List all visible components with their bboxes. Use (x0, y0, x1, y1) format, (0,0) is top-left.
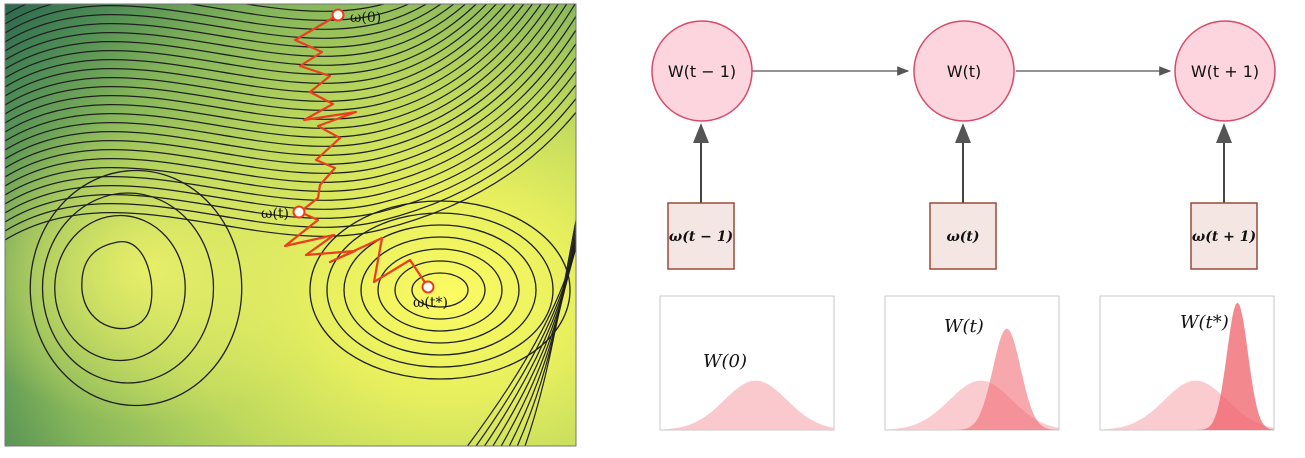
input-box-label: ω(t + 1) (1192, 229, 1256, 245)
landscape-markers: ω(0) ω(t) ω(t*) (261, 8, 448, 311)
marker-label: ω(t*) (413, 295, 448, 311)
contour-line (5, 4, 534, 124)
input-boxes: ω(t − 1) ω(t) ω(t + 1) (667, 123, 1258, 270)
contour-line (41, 192, 215, 384)
contour-line (5, 4, 507, 97)
contour-line (5, 4, 576, 169)
contour-line (81, 241, 153, 330)
contour-line (5, 56, 576, 205)
contour-line (466, 245, 576, 446)
weight-node (651, 20, 753, 122)
contour-line (492, 240, 576, 446)
contour-line (394, 260, 486, 320)
contour-line (5, 111, 576, 241)
contour-line (377, 248, 503, 332)
contour-line (483, 243, 576, 446)
contour-line (500, 235, 576, 446)
distribution-panel: W(t) (884, 295, 1060, 431)
marker-point (421, 280, 435, 294)
marker-label: ω(0) (350, 10, 381, 26)
contour-line (5, 4, 516, 106)
input-box (1190, 202, 1258, 270)
contour-line (5, 4, 551, 142)
distribution-panel: W(0) (659, 295, 835, 431)
distribution-panel: W(t*) (1099, 295, 1275, 431)
contour-line (5, 70, 576, 214)
contour-line (5, 4, 455, 52)
contour-line (5, 4, 428, 34)
contour-line (5, 4, 542, 133)
contour-line (326, 212, 554, 368)
contour-lines (5, 4, 576, 446)
chain-nodes: W(t − 1) W(t) W(t + 1) (651, 20, 1276, 122)
input-box (667, 202, 735, 270)
input-box-label: ω(t − 1) (669, 229, 733, 245)
weight-node (913, 20, 1015, 122)
contour-line (5, 4, 467, 61)
contour-line (343, 224, 537, 356)
marker-label: ω(t) (261, 206, 289, 222)
contour-line (54, 214, 186, 362)
contour-line (5, 83, 576, 223)
loss-landscape: ω(0) ω(t) ω(t*) (5, 4, 576, 446)
weight-node-label: W(t) (947, 62, 982, 81)
marker-point (292, 205, 306, 219)
weight-node-label: W(t − 1) (668, 62, 736, 81)
contour-line (5, 97, 576, 232)
marker-point (331, 8, 345, 22)
contour-line (5, 4, 498, 88)
contour-line (29, 169, 243, 407)
contour-line (5, 15, 576, 178)
contour-line (5, 4, 488, 79)
input-box-label: ω(t) (946, 229, 979, 245)
contour-line (5, 4, 525, 115)
contour-line (5, 4, 478, 70)
optimization-path (283, 14, 429, 288)
distribution-label: W(t) (944, 316, 984, 337)
distribution-label: W(0) (703, 351, 747, 372)
input-box (929, 202, 997, 270)
distribution-curve (885, 328, 1059, 430)
contour-line (5, 4, 559, 151)
distribution-curve (1100, 302, 1274, 430)
contour-line (508, 229, 576, 446)
contour-line (5, 4, 442, 43)
contour-line (5, 4, 568, 160)
distribution-curve (660, 380, 834, 430)
contour-line (411, 272, 469, 308)
contour-line (5, 4, 386, 16)
distribution-label: W(t*) (1180, 312, 1229, 333)
contour-line (5, 4, 410, 25)
weight-chain: W(t − 1) W(t) W(t + 1) ω(t − 1) ω(t) ω(t + 1… (651, 20, 1276, 270)
weight-node (1174, 20, 1276, 122)
contour-line (360, 236, 520, 344)
weight-node-label: W(t + 1) (1191, 62, 1259, 81)
contour-line (475, 245, 576, 446)
distribution-panels: W(0) W(t) W(t*) (659, 295, 1275, 431)
contour-line (5, 28, 576, 187)
contour-line (5, 42, 576, 196)
